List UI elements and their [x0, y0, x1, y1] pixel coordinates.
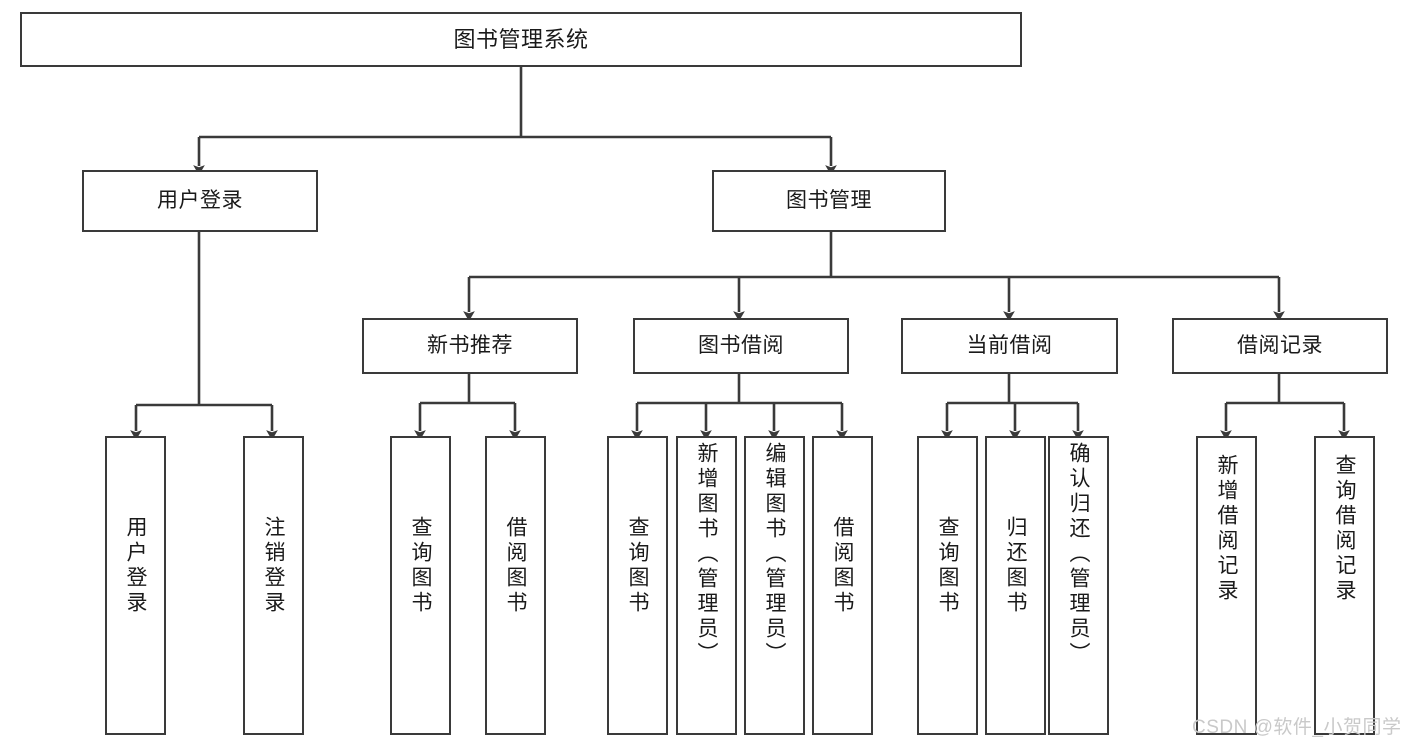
- leaf-confirm-return-admin[interactable]: 确认归还（管理员）: [1048, 436, 1109, 735]
- leaf-user-login[interactable]: 用户登录: [105, 436, 166, 735]
- node-label: 注销登录: [262, 516, 285, 616]
- node-label: 确认归还（管理员）: [1067, 442, 1090, 667]
- node-label: 借阅图书: [831, 516, 854, 616]
- node-label: 借阅记录: [1237, 333, 1323, 357]
- csdn-watermark: CSDN @软件_小贺同学: [1192, 717, 1402, 738]
- node-label: 新书推荐: [427, 333, 513, 357]
- node-book-management[interactable]: 图书管理: [712, 170, 946, 232]
- node-label: 借阅图书: [504, 516, 527, 616]
- node-label: 编辑图书（管理员）: [763, 442, 786, 667]
- node-root-book-management-system[interactable]: 图书管理系统: [20, 12, 1022, 67]
- leaf-borrow-book[interactable]: 借阅图书: [812, 436, 873, 735]
- node-label: 新增借阅记录: [1215, 454, 1238, 604]
- node-label: 查询借阅记录: [1333, 454, 1356, 604]
- node-current-borrow[interactable]: 当前借阅: [901, 318, 1118, 374]
- node-label: 当前借阅: [966, 333, 1053, 357]
- leaf-borrow-book-recommend[interactable]: 借阅图书: [485, 436, 546, 735]
- leaf-logout[interactable]: 注销登录: [243, 436, 304, 735]
- node-label: 查询图书: [936, 516, 959, 616]
- node-label: 归还图书: [1004, 516, 1027, 616]
- node-book-borrow[interactable]: 图书借阅: [633, 318, 849, 374]
- leaf-add-book-admin[interactable]: 新增图书（管理员）: [676, 436, 737, 735]
- node-label: 用户登录: [124, 516, 147, 616]
- leaf-query-book-current[interactable]: 查询图书: [917, 436, 978, 735]
- node-label: 图书管理: [786, 188, 872, 212]
- leaf-query-book-recommend[interactable]: 查询图书: [390, 436, 451, 735]
- node-new-book-recommend[interactable]: 新书推荐: [362, 318, 578, 374]
- node-label: 图书借阅: [698, 333, 784, 357]
- leaf-query-borrow-record[interactable]: 查询借阅记录: [1314, 436, 1375, 735]
- node-label: 新增图书（管理员）: [695, 442, 718, 667]
- node-borrow-records[interactable]: 借阅记录: [1172, 318, 1388, 374]
- node-user-login[interactable]: 用户登录: [82, 170, 318, 232]
- node-label: 图书管理系统: [453, 26, 589, 52]
- leaf-add-borrow-record[interactable]: 新增借阅记录: [1196, 436, 1257, 735]
- leaf-edit-book-admin[interactable]: 编辑图书（管理员）: [744, 436, 805, 735]
- node-label: 用户登录: [157, 188, 243, 212]
- node-label: 查询图书: [409, 516, 432, 616]
- leaf-query-book-borrow[interactable]: 查询图书: [607, 436, 668, 735]
- leaf-return-book[interactable]: 归还图书: [985, 436, 1046, 735]
- node-label: 查询图书: [626, 516, 649, 616]
